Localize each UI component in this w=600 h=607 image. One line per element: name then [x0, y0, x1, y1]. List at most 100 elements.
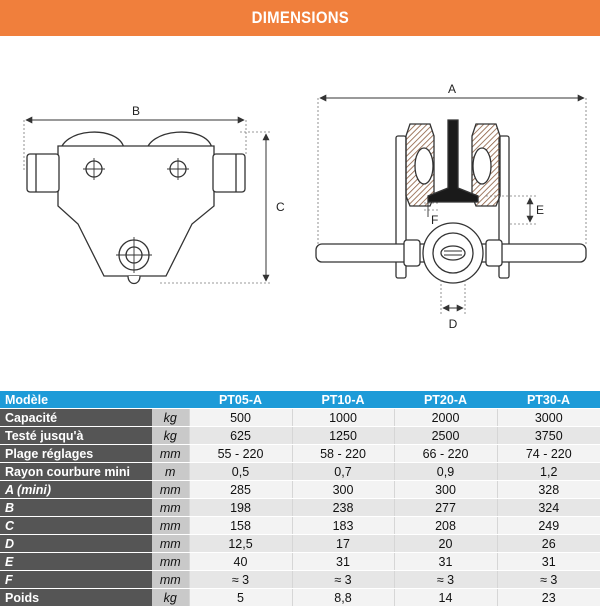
wheel-right-hub — [472, 147, 492, 185]
row-value: 14 — [393, 588, 497, 607]
table-row: B mm 198 238 277 324 — [0, 498, 600, 517]
row-label: Rayon courbure mini — [0, 462, 152, 481]
label-d: D — [449, 317, 458, 331]
row-unit: mm — [152, 498, 189, 517]
row-value: 2000 — [393, 408, 497, 427]
row-value: 277 — [393, 498, 497, 517]
row-value: 238 — [291, 498, 394, 517]
row-value: ≈ 3 — [291, 570, 394, 589]
shackle-pin — [440, 245, 466, 261]
label-b: B — [132, 104, 140, 118]
load-hook — [127, 275, 141, 285]
row-value: 8,8 — [291, 588, 394, 607]
row-value: 74 - 220 — [496, 444, 600, 463]
row-unit: m — [152, 462, 189, 481]
row-label: Poids — [0, 588, 152, 607]
row-label: C — [0, 516, 152, 535]
row-value: ≈ 3 — [188, 570, 292, 589]
row-value: 17 — [291, 534, 394, 553]
table-row: C mm 158 183 208 249 — [0, 516, 600, 535]
row-unit: mm — [152, 534, 189, 553]
row-unit: mm — [152, 444, 189, 463]
row-value: 1250 — [291, 426, 394, 445]
row-value: 625 — [188, 426, 292, 445]
label-e: E — [536, 203, 544, 217]
table-row: D mm 12,5 17 20 26 — [0, 534, 600, 553]
row-value: 3000 — [496, 408, 600, 427]
row-value: 300 — [393, 480, 497, 499]
row-unit: kg — [152, 408, 189, 427]
row-label: E — [0, 552, 152, 571]
row-value: ≈ 3 — [496, 570, 600, 589]
front-view: A E F — [315, 82, 587, 331]
table-row: E mm 40 31 31 31 — [0, 552, 600, 571]
collar-left — [403, 239, 421, 267]
label-c: C — [276, 200, 285, 214]
drawing-canvas: B C — [23, 82, 587, 331]
wheel-left-hub — [414, 147, 434, 185]
row-value: 23 — [496, 588, 600, 607]
table-header-row: Modèle PT05-A PT10-A PT20-A PT30-A — [0, 391, 600, 409]
i-beam-section — [427, 119, 479, 203]
label-f: F — [431, 213, 438, 227]
row-label: Plage réglages — [0, 444, 152, 463]
row-value: 0,5 — [188, 462, 292, 481]
row-value: 158 — [188, 516, 292, 535]
row-label: Capacité — [0, 408, 152, 427]
row-value: 183 — [291, 516, 394, 535]
table-row: Plage réglages mm 55 - 220 58 - 220 66 -… — [0, 444, 600, 463]
table-row: Testé jusqu'à kg 625 1250 2500 3750 — [0, 426, 600, 445]
row-unit: mm — [152, 516, 189, 535]
row-label: Testé jusqu'à — [0, 426, 152, 445]
row-value: 328 — [496, 480, 600, 499]
header-model: PT05-A — [189, 391, 292, 409]
row-value: 198 — [188, 498, 292, 517]
row-value: 20 — [393, 534, 497, 553]
row-value: 208 — [393, 516, 497, 535]
row-label: B — [0, 498, 152, 517]
row-value: 285 — [188, 480, 292, 499]
row-unit: mm — [152, 480, 189, 499]
row-value: 5 — [188, 588, 292, 607]
row-value: 31 — [496, 552, 600, 571]
header-model: PT20-A — [394, 391, 497, 409]
row-unit: kg — [152, 426, 189, 445]
row-value: 249 — [496, 516, 600, 535]
row-value: 40 — [188, 552, 292, 571]
row-value: 3750 — [496, 426, 600, 445]
row-label: F — [0, 570, 152, 589]
row-value: 324 — [496, 498, 600, 517]
collar-right — [485, 239, 503, 267]
table-row: Rayon courbure mini m 0,5 0,7 0,9 1,2 — [0, 462, 600, 481]
row-value: 26 — [496, 534, 600, 553]
row-unit: mm — [152, 552, 189, 571]
row-value: 300 — [291, 480, 394, 499]
row-value: 58 - 220 — [291, 444, 394, 463]
row-value: 1000 — [291, 408, 394, 427]
row-value: 0,9 — [393, 462, 497, 481]
axle-stub-left — [26, 153, 60, 193]
technical-drawing: B C — [0, 36, 600, 388]
row-unit: kg — [152, 588, 189, 607]
row-label: D — [0, 534, 152, 553]
table-row: Poids kg 5 8,8 14 23 — [0, 588, 600, 607]
spec-table: Modèle PT05-A PT10-A PT20-A PT30-A Capac… — [0, 391, 600, 607]
row-value: 31 — [393, 552, 497, 571]
header-model: PT10-A — [292, 391, 394, 409]
row-value: 1,2 — [496, 462, 600, 481]
header-model: PT30-A — [497, 391, 600, 409]
table-row: A (mini) mm 285 300 300 328 — [0, 480, 600, 499]
row-value: 2500 — [393, 426, 497, 445]
row-value: ≈ 3 — [393, 570, 497, 589]
row-value: 500 — [188, 408, 292, 427]
page-title: DIMENSIONS — [251, 8, 349, 27]
label-a: A — [448, 82, 456, 96]
row-value: 0,7 — [291, 462, 394, 481]
row-value: 31 — [291, 552, 394, 571]
row-value: 12,5 — [188, 534, 292, 553]
row-value: 66 - 220 — [393, 444, 497, 463]
title-banner: DIMENSIONS — [0, 0, 600, 36]
axle-stub-right — [212, 153, 246, 193]
row-label: A (mini) — [0, 480, 152, 499]
header-model-label: Modèle — [0, 391, 152, 409]
